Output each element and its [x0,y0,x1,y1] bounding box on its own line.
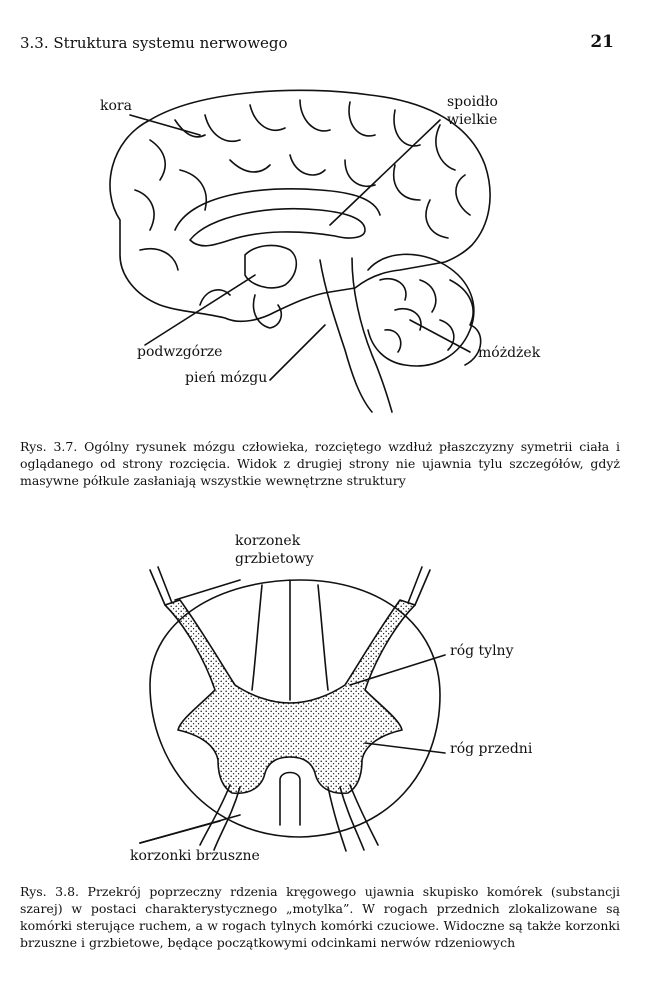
label-corpus-callosum-line1: spoidło [447,94,498,110]
page-header-title: 3.3. Struktura systemu nerwowego [20,34,288,52]
spinal-cord-figure: korzonek grzbietowy róg tylny róg przedn… [0,525,650,885]
label-dorsal-root-line1: korzonek [235,533,301,549]
label-dorsal-horn: róg tylny [450,643,514,659]
label-corpus-callosum-line2: wielkie [447,112,498,128]
label-cortex: kora [100,98,132,114]
spinal-cord-illustration [139,566,446,852]
label-cerebellum: móżdżek [478,345,541,361]
figure-caption-brain: Rys. 3.7. Ogólny rysunek mózgu człowieka… [20,439,620,488]
label-ventral-roots: korzonki brzuszne [130,848,260,864]
label-hypothalamus: podwzgórze [137,344,223,360]
brain-illustration [109,89,491,413]
label-ventral-horn: róg przedni [450,741,533,757]
page-number: 21 [590,32,614,52]
figure-caption-spinal-cord: Rys. 3.8. Przekrój poprzeczny rdzenia kr… [20,884,620,950]
label-dorsal-root-line2: grzbietowy [235,551,314,567]
label-brainstem: pień mózgu [185,370,268,386]
brain-figure: kora spoidło wielkie podwzgórze pień móz… [0,80,650,420]
